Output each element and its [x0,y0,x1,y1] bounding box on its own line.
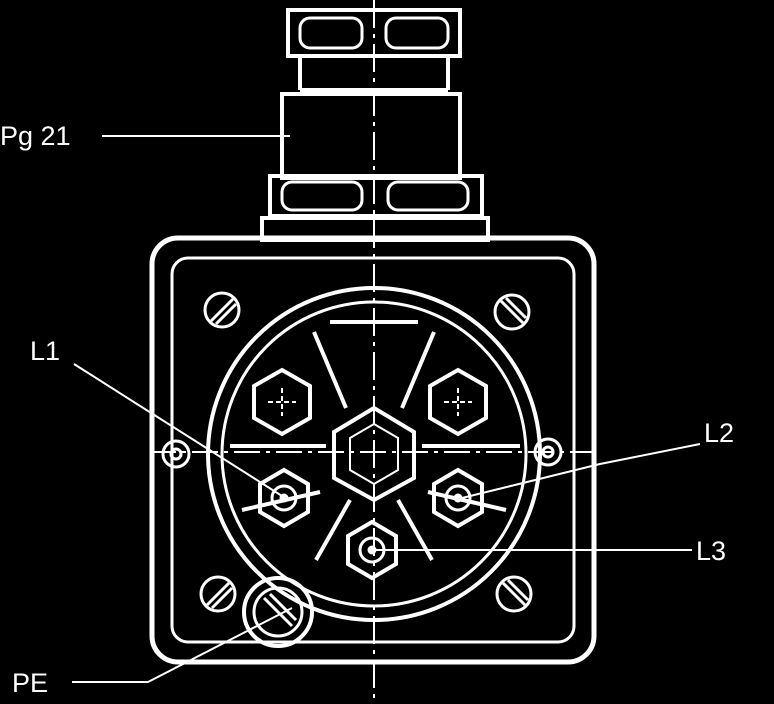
leader-l2 [461,443,701,499]
terminal-l2 [432,467,484,529]
cable-gland [260,8,490,242]
label-l2: L2 [704,418,734,448]
terminal-l1 [258,467,310,529]
leader-lines [72,135,701,683]
leader-l1 [73,363,283,497]
corner-screws [199,291,533,613]
leader-pe [72,607,293,683]
side-screws [161,437,563,469]
gland-top-nut [286,8,462,58]
screw-icon [203,291,241,329]
gland-body [280,92,462,180]
screw-icon [161,439,191,469]
label-pe: PE [12,668,48,698]
screw-icon [533,437,563,467]
terminal-pe [242,576,314,648]
screw-icon [199,575,237,613]
label-l1: L1 [30,336,60,366]
hex-bolt-icon [252,367,312,437]
label-l3: L3 [696,536,726,566]
screw-icon [495,575,533,613]
screw-icon [493,293,531,331]
hex-bolt-icon [332,405,416,503]
hex-bolt-icon [428,367,488,437]
label-pg21: Pg 21 [0,121,71,151]
